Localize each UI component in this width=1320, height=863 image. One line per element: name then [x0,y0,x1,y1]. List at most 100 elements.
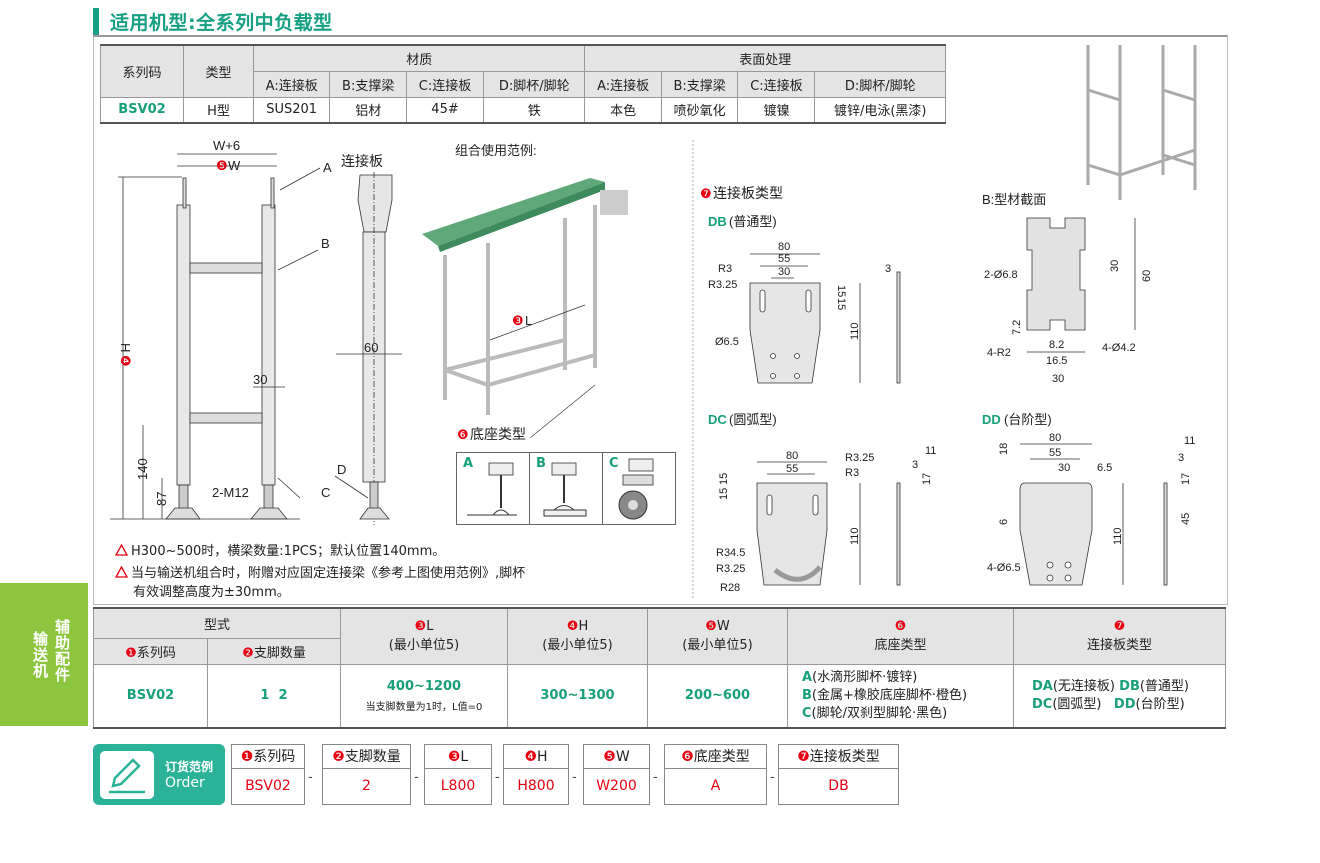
dim: R3 [718,263,732,275]
separator: - [495,770,500,785]
dim: 110 [1112,527,1124,545]
text: (圆弧型) [1052,696,1102,712]
dim: R3 [845,467,859,479]
plate-drawings [692,45,1197,600]
dim: 18 [998,443,1010,455]
order-field-value: W200 [596,778,637,794]
dim-w: W [228,158,241,173]
dim: 45 [1180,513,1192,525]
code: B [802,687,812,703]
db-code: DB [708,214,727,229]
header-material: 材质 [252,44,586,72]
dim: 55 [778,253,790,265]
dim: 16.5 [1046,355,1067,367]
dim: 30 [1109,260,1121,272]
order-label-cn: 订货范例 [165,760,214,774]
db-name: (普通型) [729,214,777,229]
cell-base: A(水滴形脚杯·镀锌) B(金属+橡胶底座脚杯·橙色) C(脚轮/双刹型脚轮·黑… [787,663,1014,729]
dim: R3.25 [845,452,874,464]
base-type-a: A [463,456,474,471]
circle-num-7: ❼ [700,186,712,201]
order-field-value: L800 [440,778,476,794]
dim-60: 60 [364,340,378,355]
circle-num-5: ❺ [216,158,228,173]
circle-num: ❹ [566,619,579,635]
order-field-label: ❹H [504,745,568,769]
header-label: W [716,619,730,635]
cell: 45# [406,96,484,124]
dc-code: DC [708,412,727,427]
circle-num: ❺ [705,619,717,635]
page-title: 适用机型:全系列中负载型 [110,12,333,34]
dim: 7.2 [1011,320,1023,335]
order-field-value: H800 [517,778,555,794]
header-label: 支脚数量 [253,645,306,661]
dim: 4-Ø4.2 [1102,342,1136,354]
water-drop-foot-icon [467,462,517,516]
label: 系列码 [253,749,296,765]
label-a: A [323,160,332,175]
category-side-tab[interactable]: 辅助配件输送机 [0,583,88,726]
front-view-drawing [110,153,321,520]
dim: 11 [925,445,936,457]
cell: 铝材 [329,96,408,124]
label: W [615,749,630,765]
note-1: H300~500时，横梁数量:1PCS；默认位置140mm。 [115,540,445,559]
dim: 6.5 [1097,462,1112,474]
cell-series: BSV02 [100,96,184,124]
header-label: 系列码 [136,645,176,661]
separator: - [770,770,775,785]
header-model: 型式 [93,607,341,639]
order-field-value: BSV02 [245,778,291,794]
header-sub: (最小单位5) [388,638,460,654]
circle-num: ❼ [1113,619,1126,635]
order-field-label: ❷支脚数量 [323,745,410,769]
dim: 15 [718,473,730,485]
dimension-labels: 80 55 30 R3 R3.25 15 15 110 Ø6.5 3 80 55… [708,241,1195,594]
text: (水滴形脚杯·镀锌) [812,669,918,685]
dim: 80 [786,450,798,462]
title-accent-bar [93,8,99,36]
header-label: 连接板类型 [1086,638,1152,654]
example-title: 组合使用范例: [455,143,537,158]
base-type-c: C [609,456,619,471]
header-l: ❸L(最小单位5) [340,607,508,665]
dim: 55 [1049,447,1061,459]
warning-icon [115,544,128,556]
order-field: ❹H H800 [503,744,569,805]
dim-w6: W+6 [213,138,240,153]
text: (无连接板) [1052,678,1116,694]
label: L [460,749,469,765]
dim: 6 [998,519,1010,525]
label-connecting-plate: 连接板 [341,153,383,169]
label-d: D [337,462,346,477]
code: DC [1032,696,1053,712]
dim: Ø6.5 [715,336,739,348]
circle-num: ❷ [332,749,345,765]
dim: 4-R2 [987,347,1011,359]
cell-h: 300~1300 [507,663,648,729]
label: H [537,749,548,765]
header-legs: ❷支脚数量 [207,637,341,665]
header-plate: ❼ 连接板类型 [1013,607,1226,665]
dim: 8.2 [1049,339,1064,351]
separator: - [653,770,658,785]
order-field-value: DB [828,778,849,794]
dim-30: 30 [253,372,267,387]
dim: 55 [786,463,798,475]
dim: 3 [885,263,891,275]
separator: - [308,770,313,785]
circle-num: ❻ [894,619,907,635]
cell-l: 400~1200 [386,678,462,694]
dd-code: DD [982,412,1001,427]
header-sub: (最小单位5) [682,638,753,654]
dim: 4-Ø6.5 [987,562,1021,574]
header-w: ❺W (最小单位5) [647,607,788,665]
order-example-badge: 订货范例 Order [93,744,225,805]
